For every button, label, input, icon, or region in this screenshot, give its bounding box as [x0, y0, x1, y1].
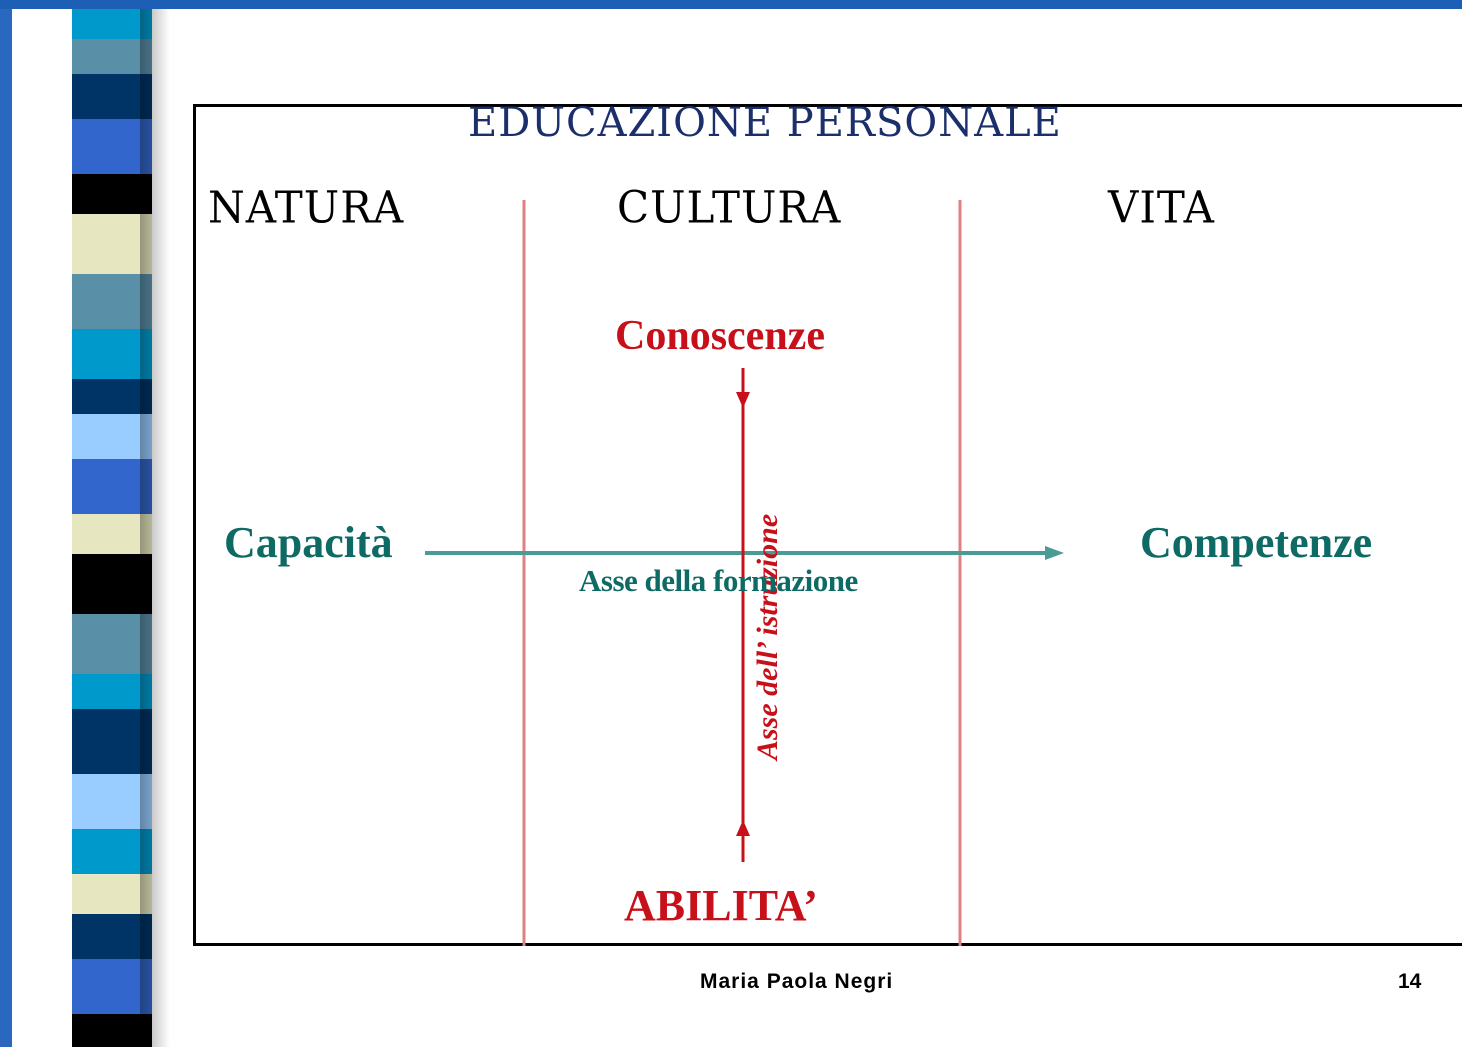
- label-abilita: ABILITA’: [624, 881, 818, 930]
- stripe-band: [72, 414, 152, 459]
- stripe-band: [72, 914, 152, 959]
- stripe-band: [72, 614, 152, 674]
- stripe-band: [72, 459, 152, 514]
- diagram-frame: [193, 104, 1462, 946]
- stripe-band: [72, 74, 152, 119]
- stripe-svg: [72, 9, 152, 1047]
- column-header-natura: NATURA: [208, 181, 405, 234]
- slide-left-edge: [0, 9, 12, 1047]
- column-header-vita: VITA: [1108, 181, 1215, 234]
- label-conoscenze: Conoscenze: [615, 313, 825, 359]
- stripe-shadow: [140, 9, 170, 1047]
- instruction-axis-arrowhead-bottom: [736, 820, 750, 836]
- stripe-band: [72, 174, 152, 214]
- column-header-cultura: CULTURA: [617, 181, 842, 234]
- instruction-axis-label: Asse dell’ istruzione: [751, 513, 784, 760]
- stripe-band: [72, 274, 152, 329]
- stripe-band: [72, 214, 152, 274]
- stripe-band: [72, 554, 152, 614]
- stripe-band: [72, 1014, 152, 1047]
- footer-author: Maria Paola Negri: [700, 970, 894, 993]
- slide-top-bar: [0, 0, 1462, 9]
- instruction-axis-arrowhead-top: [736, 392, 750, 408]
- stripe-band: [72, 959, 152, 1014]
- formation-axis-arrowhead: [1045, 546, 1064, 560]
- formation-axis-label: Asse della formazione: [579, 563, 858, 598]
- stripe-band: [72, 9, 152, 39]
- label-competenze: Competenze: [1140, 518, 1373, 567]
- stripe-band: [72, 709, 152, 774]
- stripe-band: [72, 379, 152, 414]
- decorative-stripe-column: [12, 9, 152, 1047]
- stripe-band: [72, 674, 152, 709]
- label-capacita: Capacità: [224, 518, 393, 567]
- stripe-band: [72, 119, 152, 174]
- stripe-band: [72, 39, 152, 74]
- stripe-band: [72, 774, 152, 829]
- stripe-band: [72, 874, 152, 914]
- stripe-band: [72, 829, 152, 874]
- footer-page-number: 14: [1398, 970, 1422, 993]
- stripe-band: [72, 329, 152, 379]
- diagram-title: EDUCAZIONE PERSONALE: [468, 100, 1062, 146]
- stripe-band: [72, 514, 152, 554]
